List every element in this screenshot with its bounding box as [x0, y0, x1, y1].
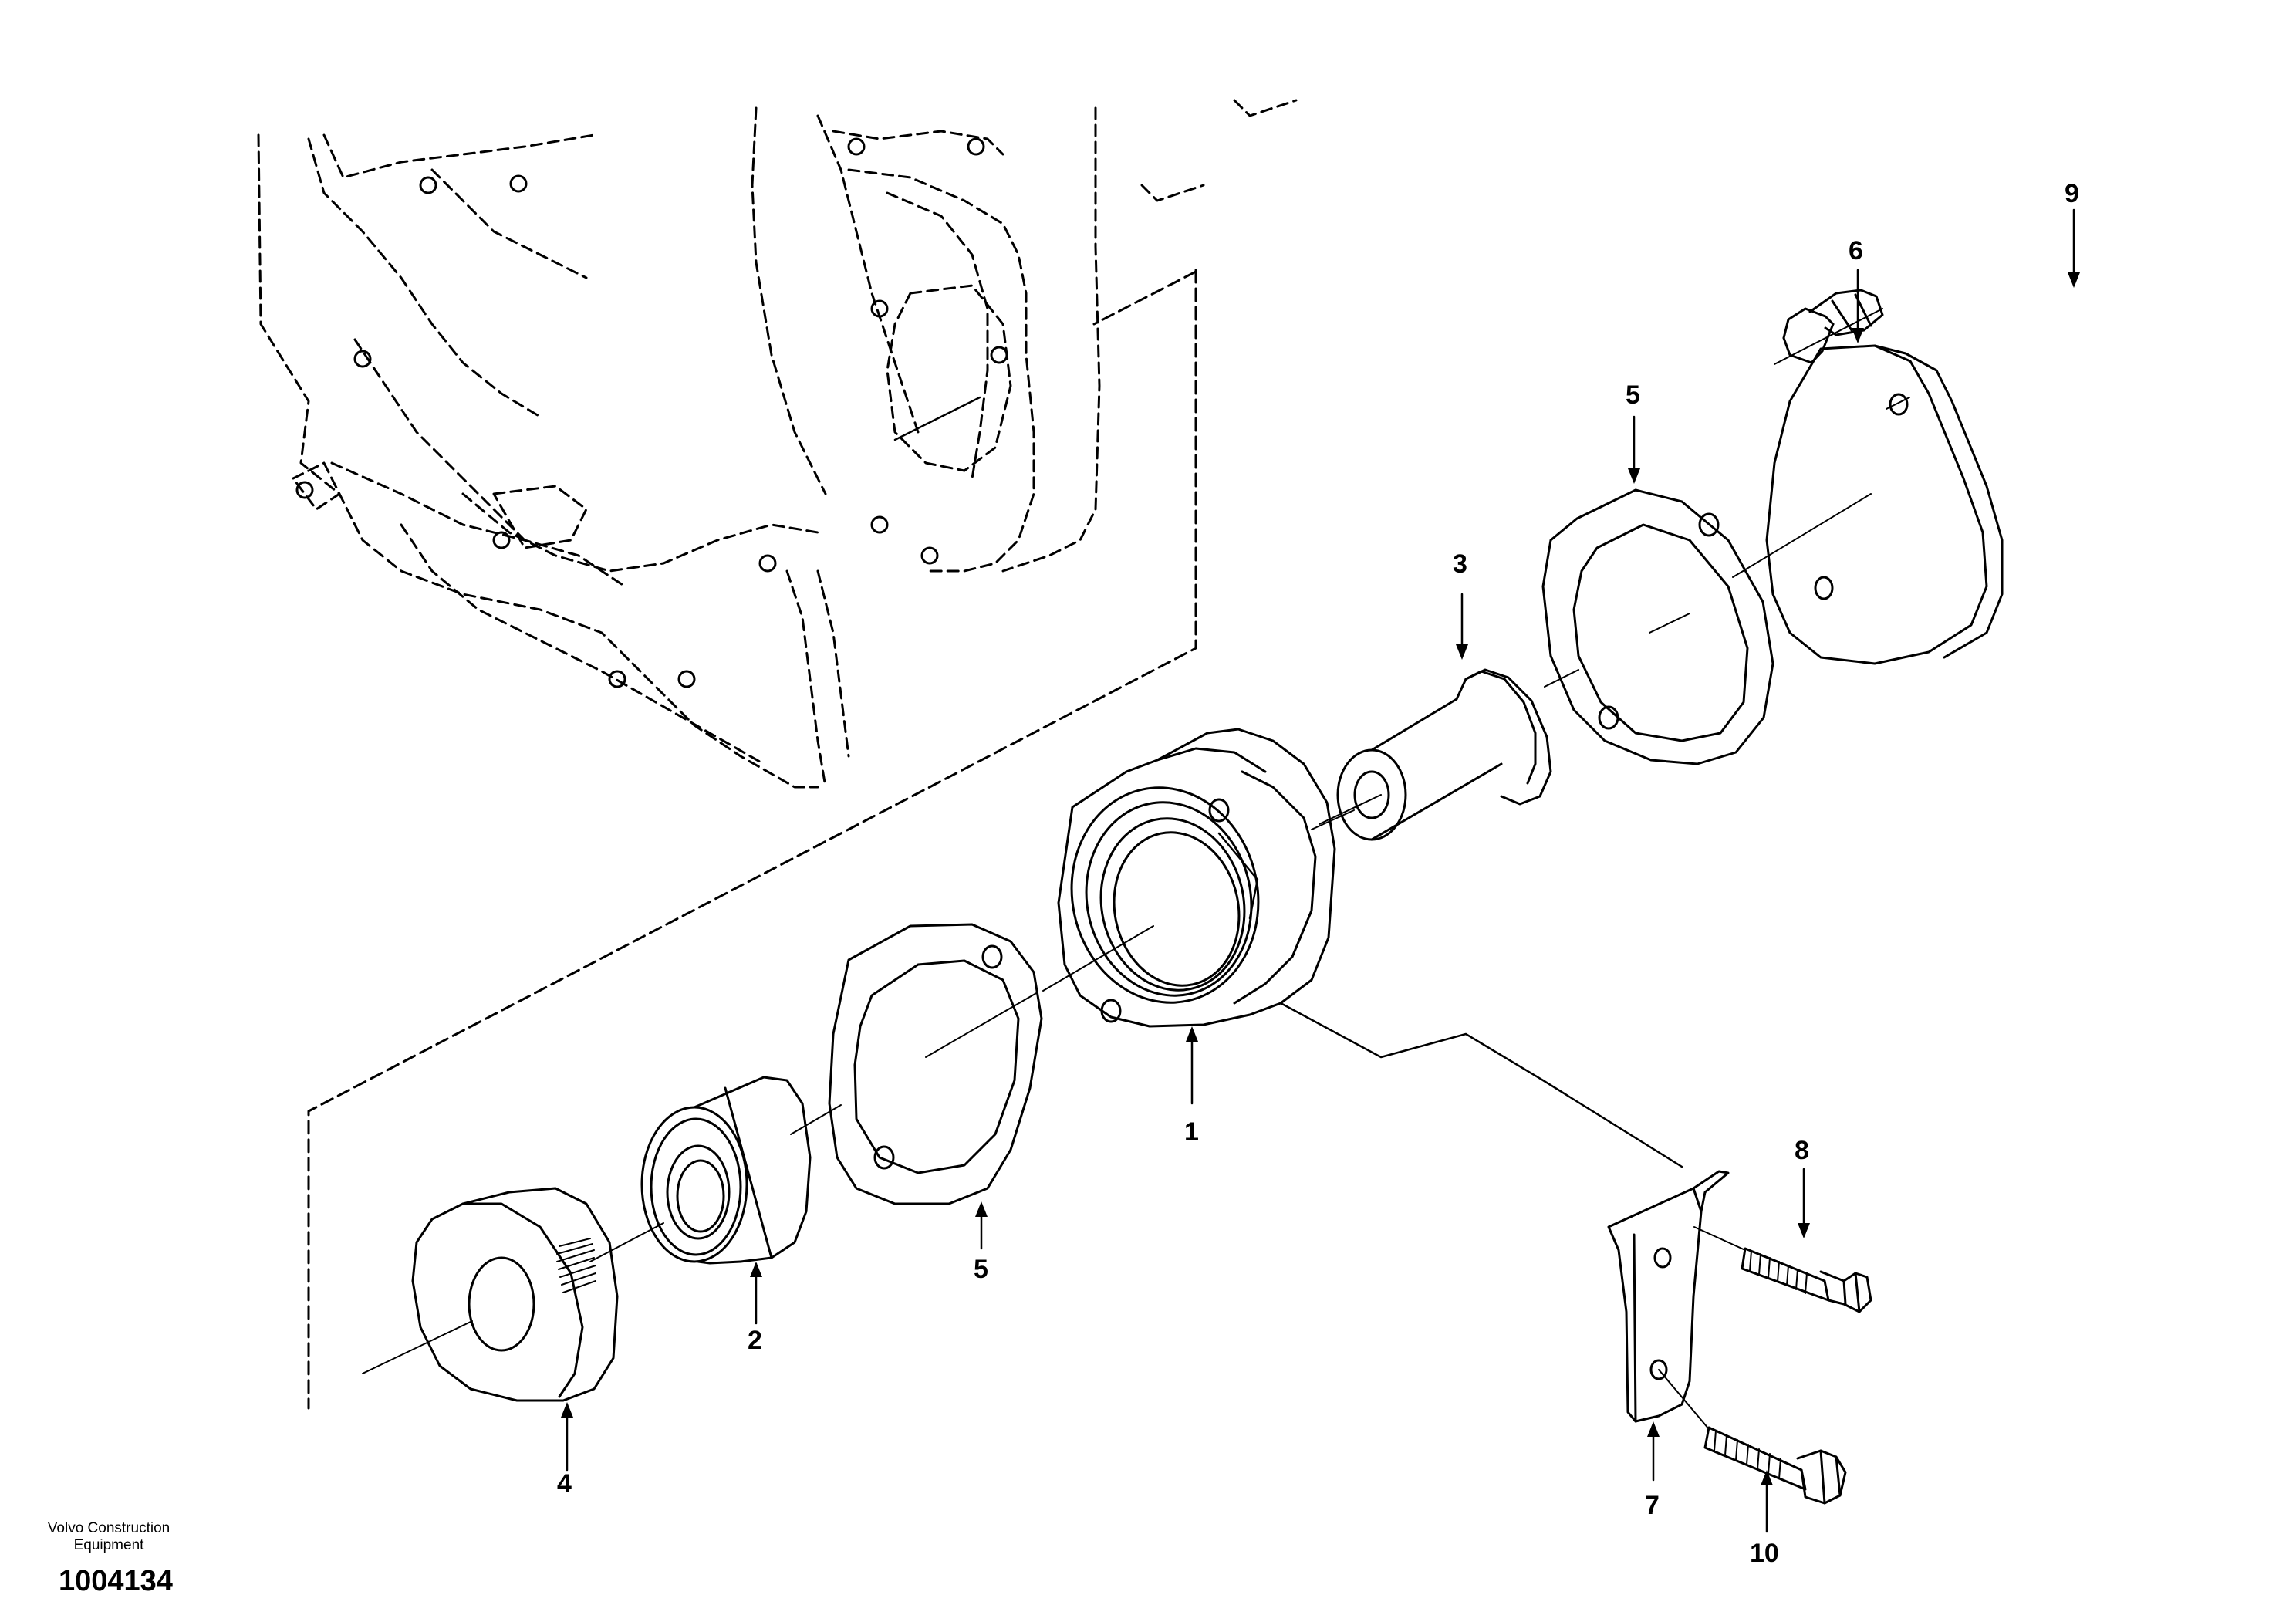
part-8-upper-bolt	[1693, 1226, 1872, 1313]
callout-part-10: 10	[1750, 1539, 1779, 1568]
part-4-oil-seal	[362, 1187, 664, 1402]
plane-axis-line	[893, 396, 981, 441]
company-name-line-2: Equipment	[73, 1537, 144, 1553]
callout-part-7: 7	[1645, 1491, 1660, 1520]
company-name-line-1: Volvo Construction	[47, 1520, 171, 1536]
callout-part-2: 2	[748, 1326, 762, 1355]
callout-part-8: 8	[1795, 1136, 1809, 1165]
part-7-bracket	[1279, 1002, 1730, 1423]
company-credit: Volvo Construction Equipment	[28, 1520, 190, 1554]
callout-part-5-lower: 5	[974, 1255, 988, 1284]
part-10-lower-bolt	[1658, 1369, 1847, 1505]
callout-part-4: 4	[557, 1469, 572, 1499]
callout-part-6: 6	[1849, 236, 1863, 265]
part-5-upper-gasket	[1541, 488, 1774, 765]
callout-part-9: 9	[2065, 179, 2079, 208]
part-3-sleeve	[1311, 668, 1552, 841]
callout-part-1: 1	[1184, 1117, 1199, 1147]
part-5-lower-gasket	[790, 923, 1043, 1205]
callout-part-5-upper: 5	[1626, 380, 1640, 410]
bracket-leader-line	[1279, 1002, 1683, 1168]
engine-block-phantom	[257, 99, 1298, 789]
engine-block-bolt-holes	[295, 137, 1008, 688]
part-9-plug-bolt	[1774, 289, 1884, 365]
arrowheads	[561, 272, 2080, 1485]
document-number: 1004134	[59, 1565, 173, 1597]
callout-part-3: 3	[1453, 549, 1467, 579]
part-2-bearing	[640, 1076, 812, 1265]
part-6-cover-plate	[1732, 344, 2004, 665]
mounting-plane-outline	[307, 269, 1197, 1410]
callout-arrows	[566, 208, 2075, 1533]
mounting-plane-top-edge	[1092, 270, 1197, 326]
part-1-housing	[1042, 728, 1382, 1028]
